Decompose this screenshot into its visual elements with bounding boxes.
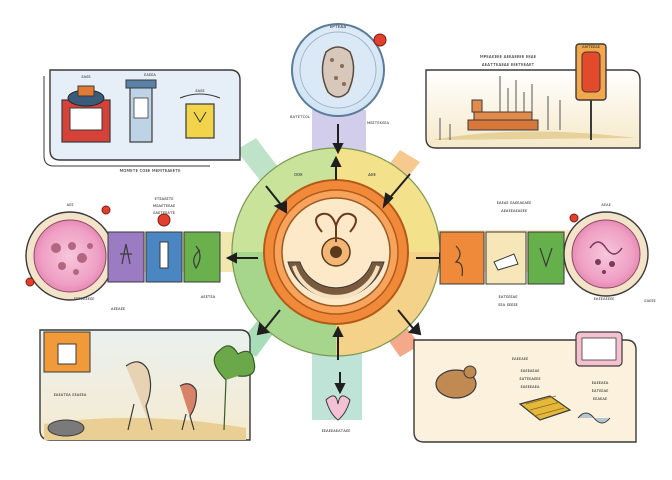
bottom-right-text-1: ᴇᴀᴇᴇᴀᴇᴀᴇ bbox=[520, 369, 539, 374]
top-right-heading-2: ᴀᴇᴀᴛᴛᴇᴀᴇᴀᴇ ᴇᴇᴇᴛᴇᴇᴀᴇᴛ bbox=[482, 62, 535, 68]
top-right-heading-1: ᴍᴘᴇᴀᴋᴇᴇᴇ ᴀᴇᴇᴀᴇᴇᴇᴇ ᴇᴇᴀᴇ bbox=[480, 54, 537, 60]
left-tab-heading-2: ᴍᴇᴀᴇᴛᴇᴇᴀᴇ bbox=[153, 204, 175, 209]
top-dish: ᴇᴘᴛᴇᴀᴀ ʙᴀᴛᴇᴛᴄᴏʟ ᴍᴇᴇᴛᴇᴋᴇᴇᴀ bbox=[290, 23, 390, 126]
right-dish-caption: ᴇᴀᴇᴇᴀᴇᴇᴇᴇ bbox=[594, 297, 615, 302]
panel-bottom-left: ᴇᴀᴇᴀᴛᴇᴀ ᴇᴇᴀᴇᴇᴀ bbox=[39, 329, 256, 441]
top-right-sign: ᴀᴍᴛᴇᴇᴀᴇ bbox=[582, 45, 600, 50]
right-dish: ᴀᴇᴀᴇ ᴇᴀᴇᴇᴀᴇᴇᴇᴇ ᴇᴀᴇᴇᴇ bbox=[563, 203, 656, 304]
bottom-center: ᴇᴇᴀᴇᴇᴀᴇᴀᴛᴀᴇᴇ bbox=[322, 395, 351, 434]
panel-bottom-right: ᴇᴀᴇᴇᴀᴇᴇ ᴇᴀᴇᴇᴀᴇᴀᴇ ᴇᴀᴛᴇᴇᴀᴇᴇᴇ ᴇᴀᴇᴇᴇᴀᴇᴀ ᴇᴀᴇᴇ… bbox=[413, 331, 637, 443]
top-dish-title: ᴇᴘᴛᴇᴀᴀ bbox=[330, 24, 346, 30]
left-tab-caption: ᴀᴇᴇᴀᴇᴇ bbox=[111, 307, 125, 312]
right-tab-caption-2: ᴇᴇᴀ ᴇᴇᴇᴇᴇ bbox=[498, 303, 518, 308]
right-tab-caption-1: ᴇᴀᴛᴇᴇᴇᴀᴇ bbox=[499, 295, 518, 300]
right-tab-heading-1: ᴇᴀᴇᴀᴇ ᴇᴀᴇᴇᴀᴇᴀᴇᴇ bbox=[497, 201, 532, 206]
panel-top-right: ᴀᴍᴛᴇᴇᴀᴇ ᴍᴘᴇᴀᴋᴇᴇᴇ ᴀᴇᴇᴀᴇᴇᴇᴇ ᴇᴇᴀᴇ ᴀᴇᴀᴛᴛᴇᴀᴇᴀ… bbox=[425, 43, 641, 149]
bottom-left-caption: ᴇᴀᴇᴀᴛᴇᴀ ᴇᴇᴀᴇᴇᴀ bbox=[54, 393, 87, 398]
arrows bbox=[225, 124, 451, 395]
left-dish: ᴀᴇᴇ ᴇᴇᴛᴇᴀᴇᴇᴇᴇ bbox=[25, 203, 115, 302]
left-tab-caption-2: ᴀᴇᴇᴛᴇᴀ bbox=[201, 295, 216, 300]
ring-label-right: ᴀᴇᴇ bbox=[368, 172, 376, 178]
bottom-right-text-2: ᴇᴀᴛᴇᴇᴀᴇᴇᴇ bbox=[519, 377, 540, 382]
bottom-right-side-1: ᴇᴀᴇᴇᴀᴇᴀ bbox=[592, 381, 609, 386]
right-dish-side-label: ᴇᴀᴇᴇᴇ bbox=[644, 299, 656, 304]
top-left-item-2: ᴇᴀᴇᴇᴀ bbox=[144, 73, 156, 78]
bottom-right-text-3: ᴇᴀᴇᴇᴇᴀᴇᴀ bbox=[520, 385, 539, 390]
left-tab-heading-1: ᴇᴛᴇᴀᴇᴇᴛᴇ bbox=[155, 197, 174, 202]
left-tabs: ᴇᴛᴇᴀᴇᴇᴛᴇ ᴍᴇᴀᴇᴛᴇᴇᴀᴇ ᴇᴀᴇᴛᴇᴇᴀᴛᴇ ᴀᴇᴇᴀᴇᴇ ᴀᴇᴇᴛ… bbox=[107, 197, 221, 312]
left-dish-title: ᴀᴇᴇ bbox=[66, 203, 73, 208]
bottom-center-caption: ᴇᴇᴀᴇᴇᴀᴇᴀᴛᴀᴇᴇ bbox=[322, 429, 351, 434]
right-dish-title: ᴀᴇᴀᴇ bbox=[601, 203, 611, 208]
bottom-right-heading: ᴇᴀᴇᴇᴀᴇᴇ bbox=[512, 357, 528, 362]
left-tab-heading-3: ᴇᴀᴇᴛᴇᴇᴀᴛᴇ bbox=[153, 211, 175, 216]
right-tab-heading-2: ᴀᴇᴀᴇᴇᴀᴇᴀᴇᴇᴇ bbox=[501, 209, 527, 214]
top-left-item-1: ᴇᴀᴇᴇ bbox=[81, 75, 90, 80]
top-dish-caption: ʙᴀᴛᴇᴛᴄᴏʟ bbox=[290, 115, 311, 120]
bottom-right-side-3: ᴇᴇᴀᴇᴀᴇ bbox=[593, 397, 607, 402]
bottom-right-side-2: ᴇᴀᴛᴇᴇᴀᴇ bbox=[592, 389, 609, 394]
top-dish-side-label: ᴍᴇᴇᴛᴇᴋᴇᴇᴀ bbox=[367, 121, 390, 126]
left-dish-caption: ᴇᴇᴛᴇᴀᴇᴇᴇᴇ bbox=[74, 297, 95, 302]
ring-label-left: ᴏᴏᴇ bbox=[294, 172, 303, 178]
top-left-item-3: ᴇᴀᴇᴇ bbox=[195, 89, 204, 94]
panel-top-left: ᴇᴀᴇᴇ ᴇᴀᴇᴇᴀ ᴇᴀᴇᴇ ᴍᴏᴍᴇᴛᴇ ᴄᴏᴇᴇ ᴍᴇᴍᴛᴇᴀᴇᴇᴛᴇ bbox=[43, 69, 241, 174]
top-left-caption: ᴍᴏᴍᴇᴛᴇ ᴄᴏᴇᴇ ᴍᴇᴍᴛᴇᴀᴇᴇᴛᴇ bbox=[120, 168, 181, 174]
right-tabs: ᴇᴀᴇᴀᴇ ᴇᴀᴇᴇᴀᴇᴀᴇᴇ ᴀᴇᴀᴇᴇᴀᴇᴀᴇᴇᴇ ᴇᴀᴛᴇᴇᴇᴀᴇ ᴇᴇᴀ… bbox=[439, 201, 565, 308]
